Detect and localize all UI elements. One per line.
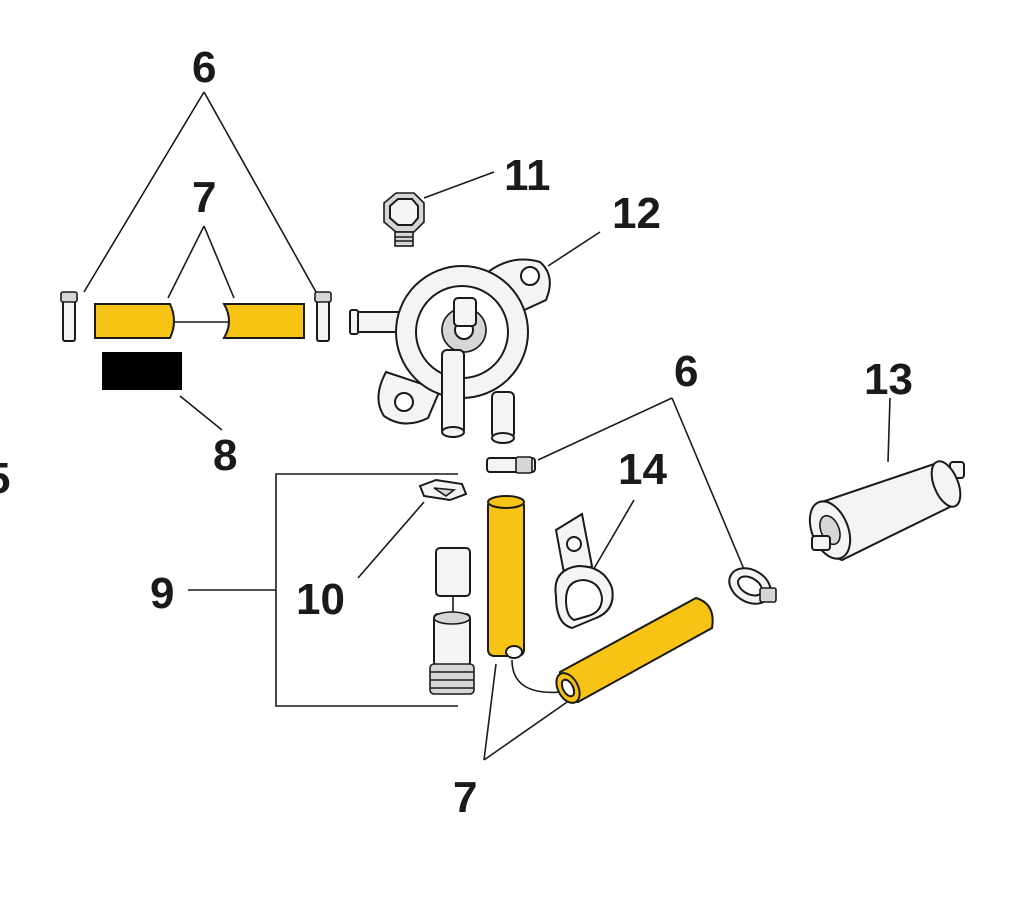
hose-connector-curve: [511, 659, 563, 694]
callout-5-partial: 5: [0, 454, 10, 503]
leader-11: [423, 171, 495, 199]
callout-13: 13: [864, 355, 913, 404]
callout-7-bottom: 7: [453, 773, 477, 822]
leader-13: [887, 397, 891, 463]
spring-clamp-lower: [728, 567, 777, 605]
leader-10: [357, 501, 425, 579]
fuel-hose-right: [222, 303, 305, 339]
hose-clamp-left: [60, 291, 78, 342]
fuel-filter-part-13: [808, 460, 965, 562]
callout-11: 11: [504, 151, 551, 200]
fuel-pump-part-12: [349, 258, 551, 444]
fuel-hose-left: [94, 303, 175, 339]
hose-clip-part-14: [554, 512, 614, 630]
hose-assembly-top: [60, 291, 332, 390]
fuel-hose-vertical: [487, 495, 525, 659]
leader-lines: [83, 91, 891, 761]
valve-body-assembly: [429, 547, 475, 695]
hose-clamp-right: [314, 291, 332, 342]
callout-9: 9: [150, 569, 174, 618]
leader-7-top: [167, 225, 235, 299]
black-block-part-8: [102, 352, 182, 390]
check-valve-disc-part-10: [418, 478, 468, 502]
leader-6-top: [83, 91, 317, 293]
leader-7-bottom: [483, 663, 571, 761]
leader-9-bracket: [188, 473, 458, 707]
leader-12: [547, 231, 601, 267]
fuel-hose-diagonal: [555, 596, 714, 704]
hose-clamp-small-upper: [486, 456, 536, 474]
leader-14: [591, 499, 635, 573]
callout-7-top: 7: [192, 173, 216, 222]
callout-12: 12: [612, 189, 661, 238]
callout-14: 14: [618, 445, 667, 494]
callout-10: 10: [296, 575, 345, 624]
leader-8: [179, 395, 223, 431]
callout-6-right: 6: [674, 347, 698, 396]
callout-6-top: 6: [192, 43, 216, 92]
leader-6-right: [537, 397, 747, 575]
callout-8: 8: [213, 431, 237, 480]
bolt-part-11: [383, 192, 425, 247]
